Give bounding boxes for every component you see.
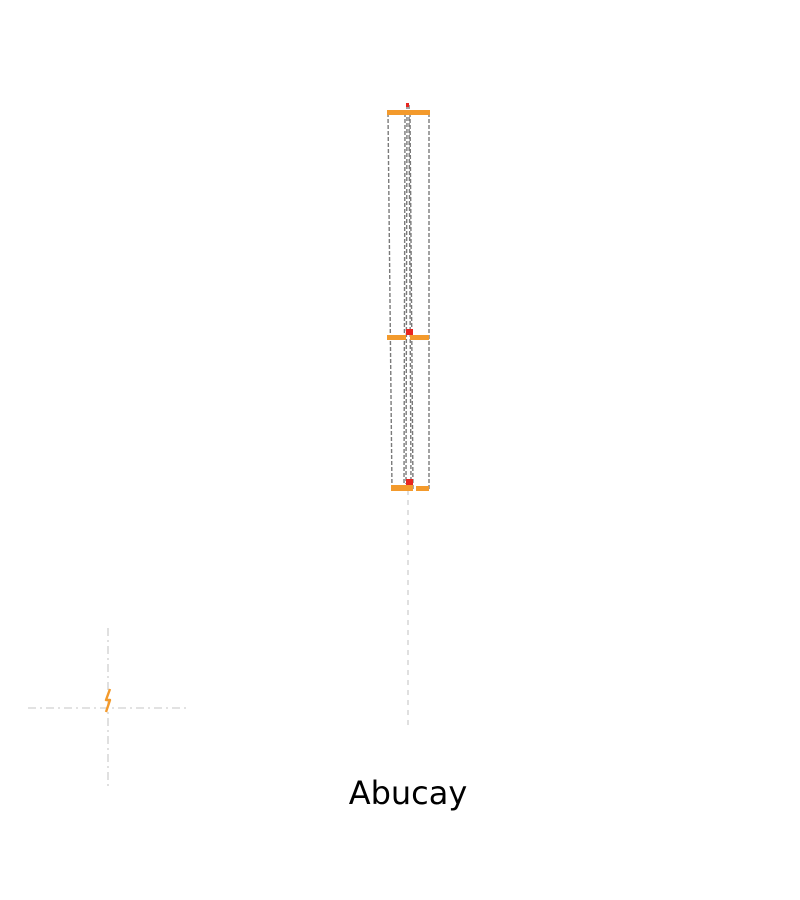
crossbar-top [387,110,430,115]
outline-outer-left [387,112,393,491]
place-name-label: Abucay [348,774,468,812]
crossbar-bottom-right [416,486,429,491]
zigzag-north-arrow-icon [104,688,112,713]
marker-top [406,103,409,107]
outline-inner-right [409,112,414,491]
marker-bottom [406,479,413,485]
north-arrow-group [28,628,190,790]
outline-spine-left [405,104,408,485]
outline-inner-left [403,112,406,491]
crossbar-bottom-left [391,485,413,491]
outline-spine-right [408,104,412,485]
marker-middle [406,329,413,335]
crossbar-middle-left [387,335,406,340]
structure-outline [387,104,430,491]
crossbar-middle-right [410,335,429,340]
markers [406,103,413,485]
crossbars [387,110,430,491]
